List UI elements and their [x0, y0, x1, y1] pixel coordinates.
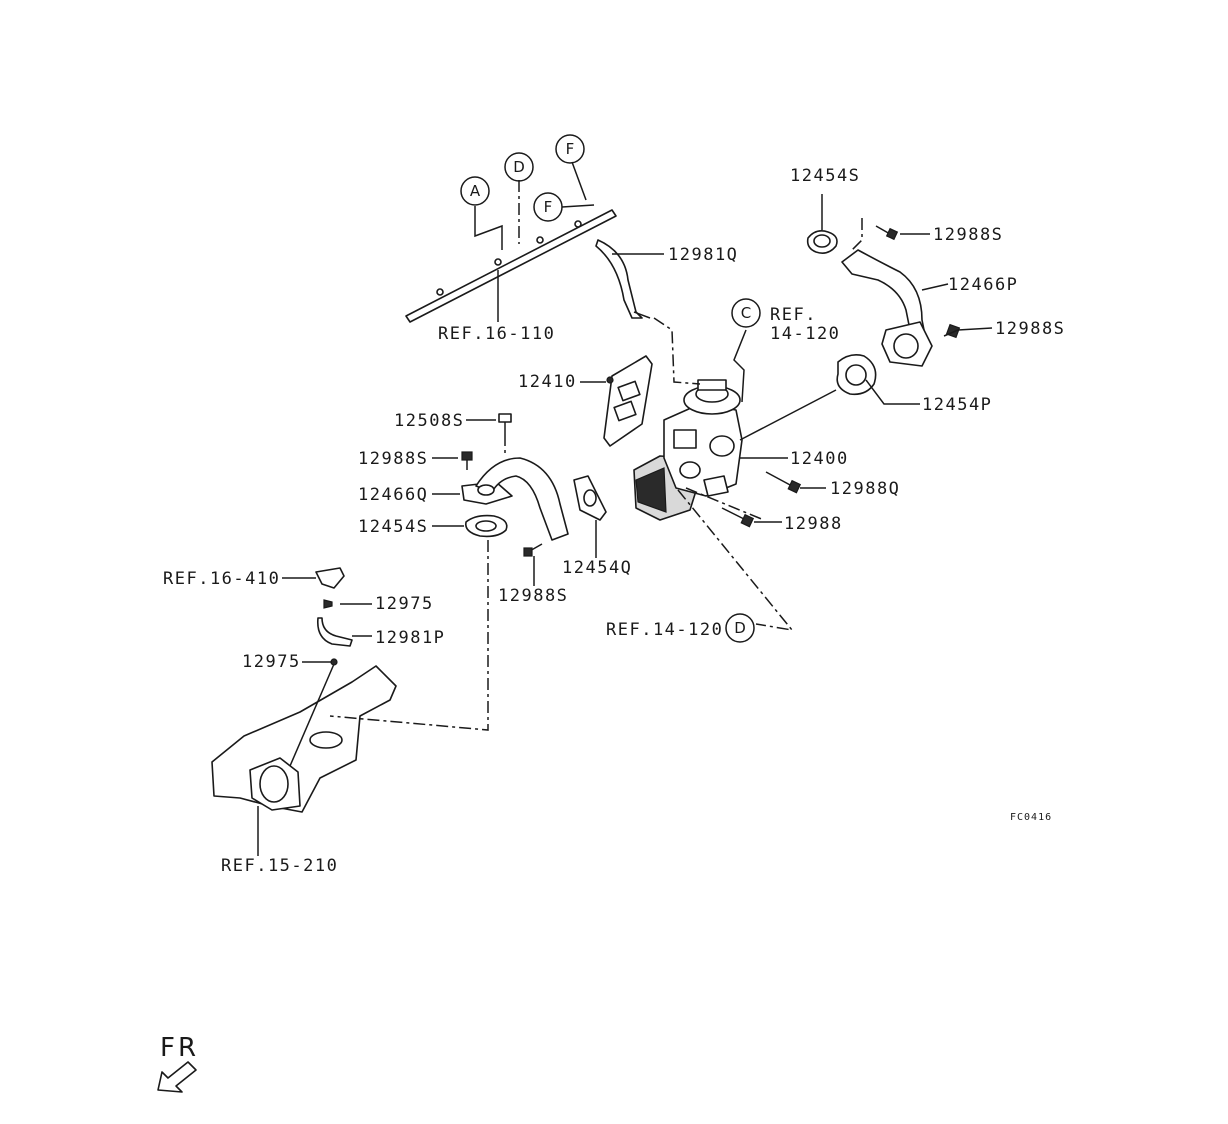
rail-pipe-ref-16-110 — [405, 209, 617, 323]
bolt-12988 — [721, 507, 755, 528]
bolt-12508s — [498, 413, 512, 434]
label-12454q: 12454Q — [562, 558, 632, 578]
label-ref-14-120-d: REF.14-120 — [606, 620, 723, 640]
bolt-12988s-right — [943, 323, 961, 339]
bolt-12988q — [765, 471, 802, 494]
bolt-12975-a — [323, 599, 333, 609]
pipe-12466q — [461, 457, 569, 541]
label-12988s-top: 12988S — [933, 225, 1003, 245]
circle-c-text: C — [741, 304, 751, 322]
label-12454s-top: 12454S — [790, 166, 860, 186]
label-12454p: 12454P — [922, 395, 992, 415]
label-12988s-right: 12988S — [995, 319, 1065, 339]
front-direction-arrow-icon — [157, 1061, 197, 1093]
circle-a-text: A — [470, 182, 481, 200]
circle-d-bottom-text: D — [734, 619, 746, 637]
pipe-12466p — [841, 249, 933, 367]
label-ref-15-210: REF.15-210 — [221, 856, 338, 876]
leader-lines — [257, 161, 993, 856]
circle-ref-d-top: D — [504, 152, 534, 182]
circle-ref-f-mid: F — [533, 192, 563, 222]
figure-code: FC0416 — [1010, 812, 1052, 823]
label-12400: 12400 — [790, 449, 849, 469]
bolt-12988s-left — [461, 451, 473, 470]
gasket-12454s-top — [806, 230, 838, 254]
circle-ref-c: C — [731, 298, 761, 328]
label-ref-16-410: REF.16-410 — [163, 569, 280, 589]
label-12988s-left: 12988S — [358, 449, 428, 469]
bolt-12988s-top — [875, 225, 899, 241]
circle-ref-a: A — [460, 176, 490, 206]
label-ref-16-110: REF.16-110 — [438, 324, 555, 344]
label-12988s-bottom: 12988S — [498, 586, 568, 606]
gasket-12410 — [603, 355, 653, 447]
direction-label: FR — [160, 1033, 199, 1063]
gasket-12454p — [836, 354, 877, 396]
gasket-12454s-left — [464, 514, 508, 538]
label-12981q: 12981Q — [668, 245, 738, 265]
label-12981p: 12981P — [375, 628, 445, 648]
label-12454s-left: 12454S — [358, 517, 428, 537]
gasket-12454q — [573, 475, 607, 521]
bolt-12988s-bottom — [523, 543, 543, 557]
label-12988: 12988 — [784, 514, 843, 534]
circle-d-top-text: D — [513, 158, 525, 176]
label-12988q: 12988Q — [830, 479, 900, 499]
intake-manifold-ref-15-210 — [211, 658, 397, 813]
label-12410: 12410 — [518, 372, 577, 392]
circle-f-top-text: F — [566, 140, 575, 158]
pipe-12981q — [595, 239, 651, 319]
label-12975-a: 12975 — [375, 594, 434, 614]
label-ref-14-120-line1: REF. — [770, 305, 817, 325]
circle-ref-d-bottom: D — [725, 613, 755, 643]
label-ref-14-120-line2: 14-120 — [770, 324, 840, 344]
circle-ref-f-top: F — [555, 134, 585, 164]
bracket-ref-16-410 — [315, 567, 345, 589]
circle-f-mid-text: F — [544, 198, 553, 216]
egr-valve-12400 — [633, 379, 743, 521]
label-12508s: 12508S — [394, 411, 464, 431]
label-12975-b: 12975 — [242, 652, 301, 672]
pipe-12981p — [316, 617, 353, 647]
label-12466q: 12466Q — [358, 485, 428, 505]
label-12466p: 12466P — [948, 275, 1018, 295]
